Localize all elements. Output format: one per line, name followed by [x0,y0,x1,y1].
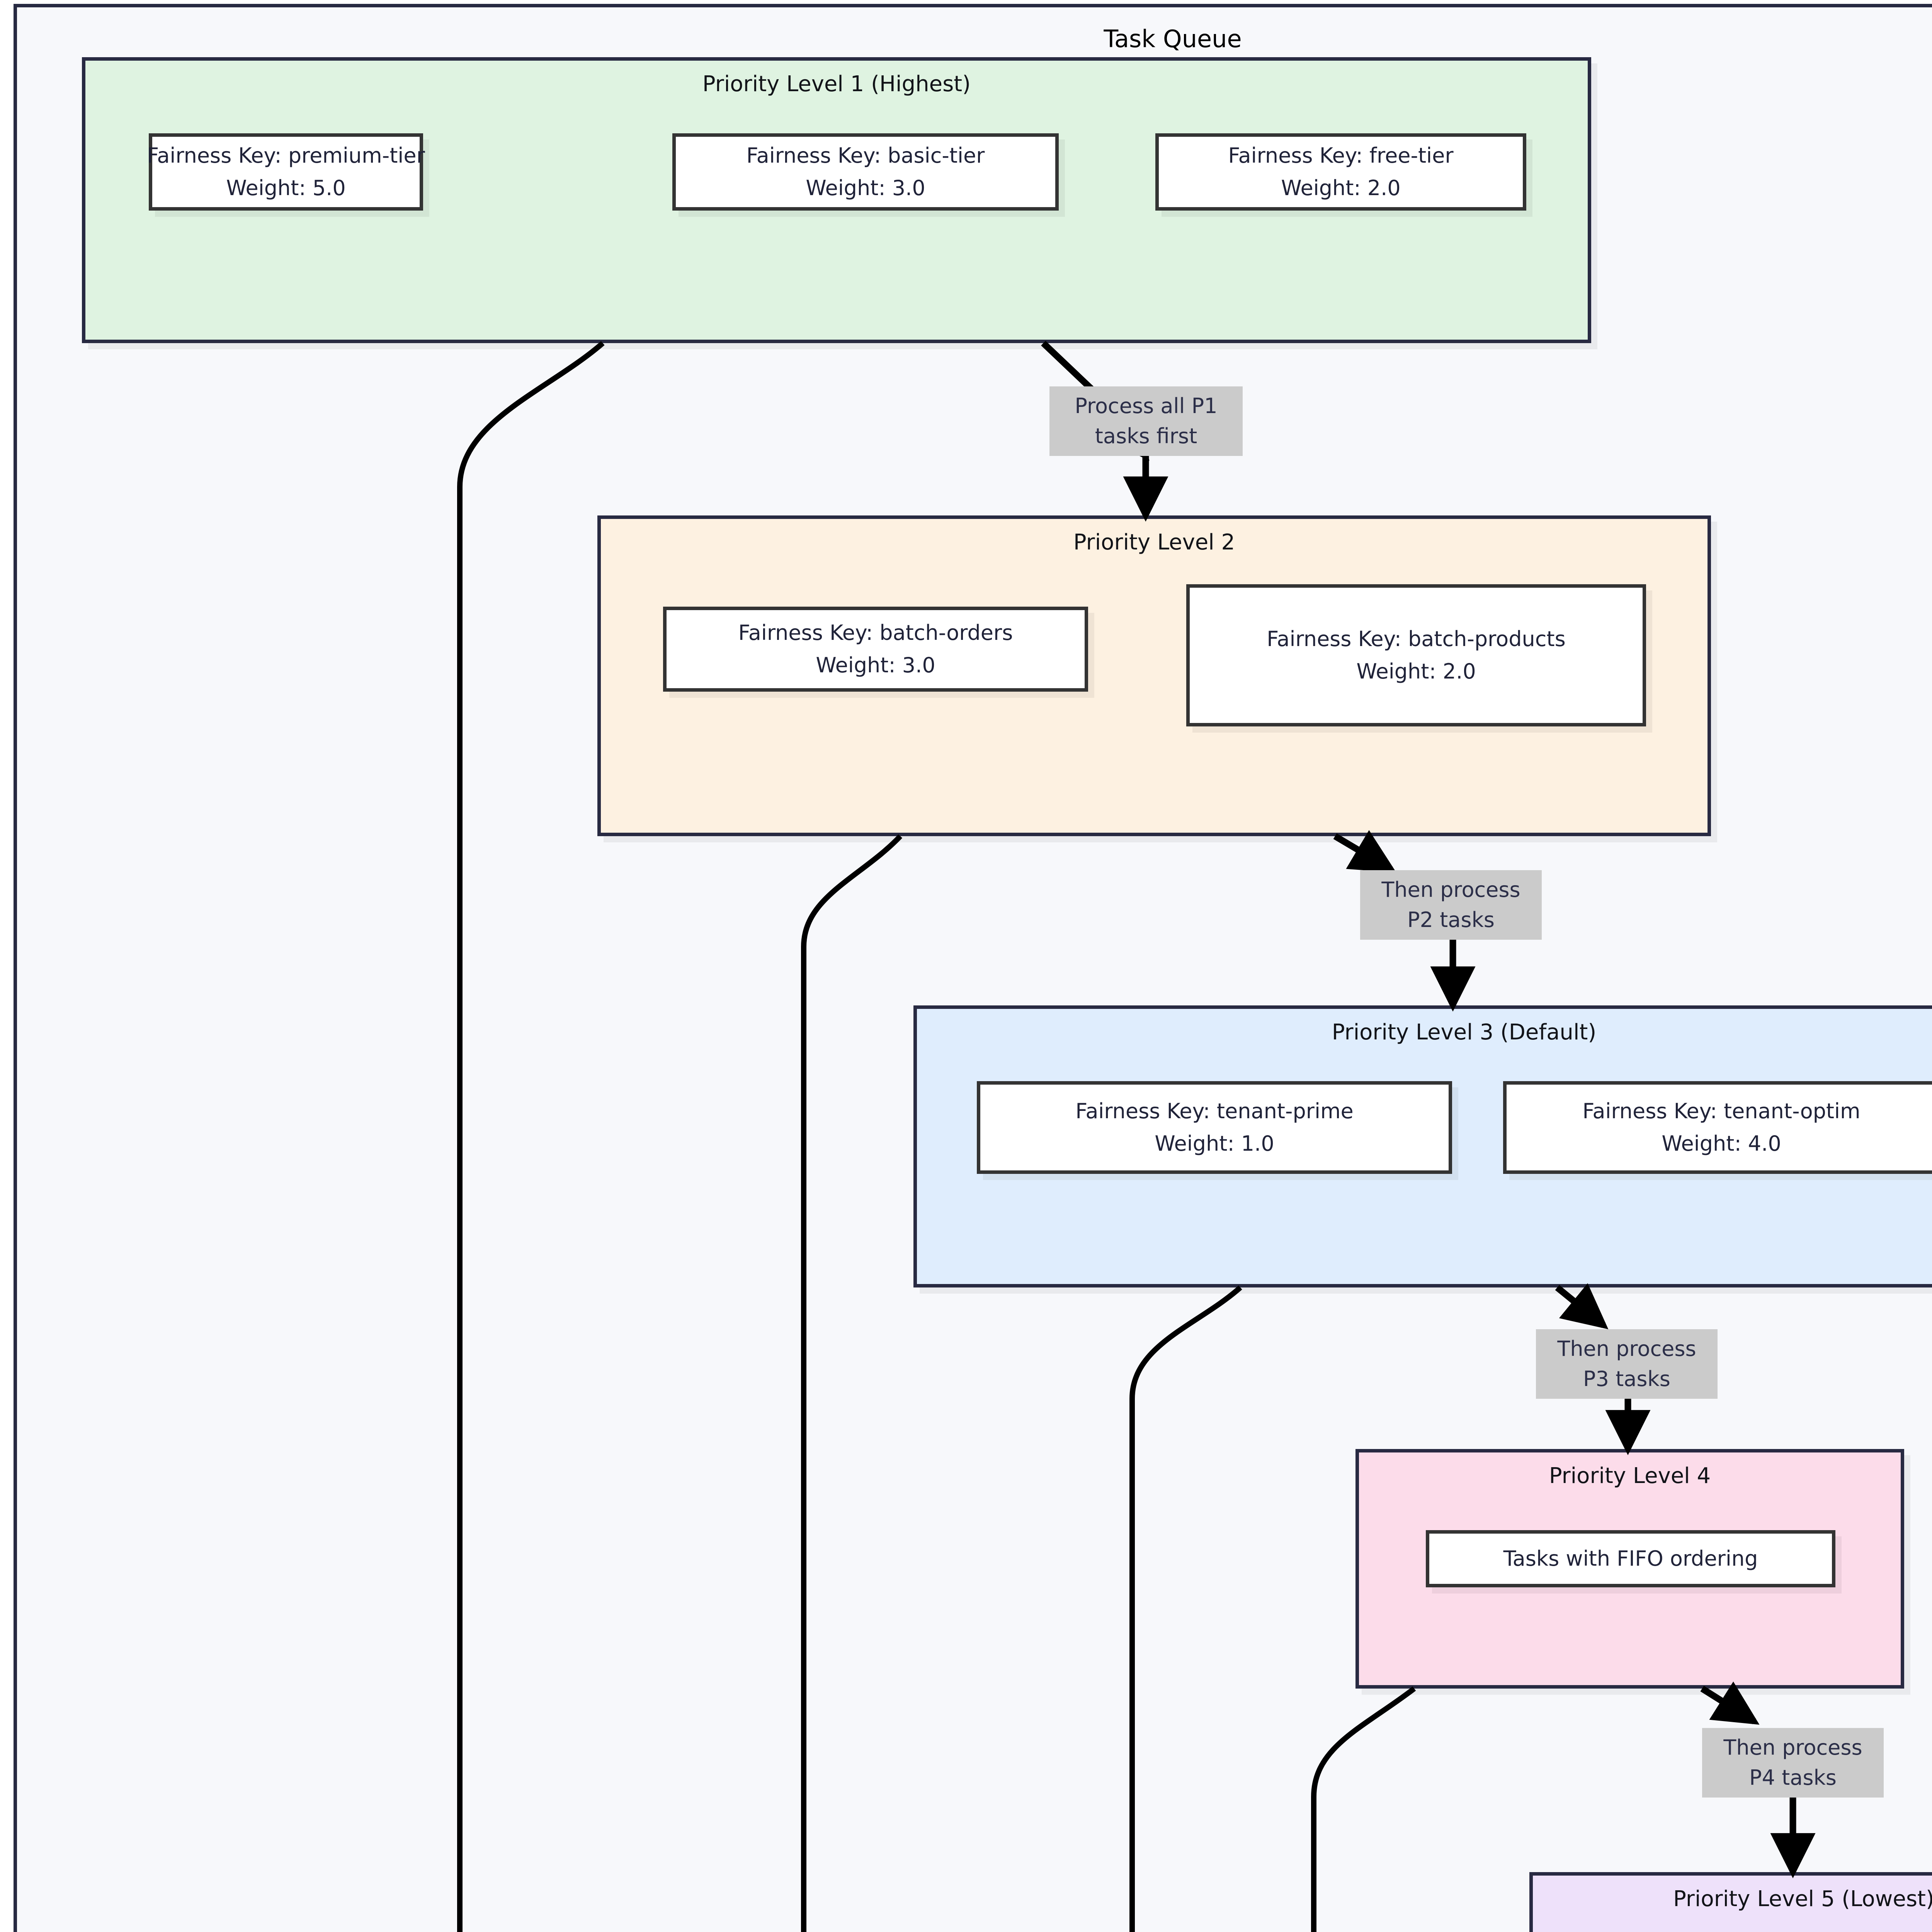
edge-label-line-2: P4 tasks [1749,1765,1837,1790]
node-fairness-key-batch-products[interactable]: Fairness Key: batch-products Weight: 2.0 [1186,584,1646,726]
cluster-title-priority-level-3: Priority Level 3 (Default) [1332,1020,1597,1045]
edge-label-line-2: P3 tasks [1583,1367,1670,1391]
node-weight-line: Weight: 2.0 [1281,176,1401,200]
cluster-title-priority-level-5: Priority Level 5 (Lowest) [1673,1886,1932,1912]
node-weight-line: Weight: 4.0 [1662,1131,1781,1156]
node-fairness-key-tenant-prime[interactable]: Fairness Key: tenant-prime Weight: 1.0 [977,1081,1452,1174]
edge-label-p2-to-p3: Then process P2 tasks [1360,870,1542,940]
node-fairness-key-basic-tier[interactable]: Fairness Key: basic-tier Weight: 3.0 [672,133,1059,211]
edge-label-line-1: Then process [1557,1336,1696,1361]
edge-label-p1-to-p2: Process all P1 tasks first [1049,386,1243,456]
node-fairness-key-premium-tier[interactable]: Fairness Key: premium-tier Weight: 5.0 [147,133,425,211]
node-key-line: Fairness Key: tenant-prime [1075,1099,1354,1124]
cluster-title-task-queue: Task Queue [1104,25,1242,53]
edge-label-line-1: Then process [1381,877,1520,902]
cluster-title-priority-level-2: Priority Level 2 [1073,530,1235,555]
node-fairness-key-batch-orders[interactable]: Fairness Key: batch-orders Weight: 3.0 [663,607,1088,692]
node-fairness-key-tenant-optim[interactable]: Fairness Key: tenant-optim Weight: 4.0 [1503,1081,1932,1174]
node-weight-line: Weight: 5.0 [226,176,346,200]
cluster-priority-level-5[interactable]: Priority Level 5 (Lowest) [1529,1872,1932,1932]
cluster-title-priority-level-4: Priority Level 4 [1549,1463,1711,1488]
node-weight-line: Weight: 1.0 [1155,1131,1274,1156]
node-key-line: Tasks with FIFO ordering [1503,1546,1758,1571]
node-weight-line: Weight: 3.0 [816,653,935,677]
edge-label-line-1: Process all P1 [1075,393,1218,418]
edge-label-line-2: tasks first [1095,424,1197,448]
edge-label-line-1: Then process [1723,1735,1862,1760]
node-key-line: Fairness Key: tenant-optim [1582,1099,1861,1124]
cluster-title-priority-level-1: Priority Level 1 (Highest) [702,71,971,97]
node-key-line: Fairness Key: free-tier [1228,143,1454,168]
node-key-line: Fairness Key: basic-tier [746,143,985,168]
node-fairness-key-free-tier[interactable]: Fairness Key: free-tier Weight: 2.0 [1155,133,1526,211]
node-weight-line: Weight: 2.0 [1356,659,1476,684]
node-key-line: Fairness Key: batch-orders [738,621,1013,645]
edge-label-line-2: P2 tasks [1407,908,1495,932]
edge-label-p3-to-p4: Then process P3 tasks [1536,1329,1718,1399]
node-tasks-fifo-p4[interactable]: Tasks with FIFO ordering [1426,1530,1835,1587]
edge-label-p4-to-p5: Then process P4 tasks [1702,1728,1884,1798]
node-weight-line: Weight: 3.0 [806,176,925,200]
node-key-line: Fairness Key: batch-products [1267,627,1566,651]
node-key-line: Fairness Key: premium-tier [147,143,425,168]
